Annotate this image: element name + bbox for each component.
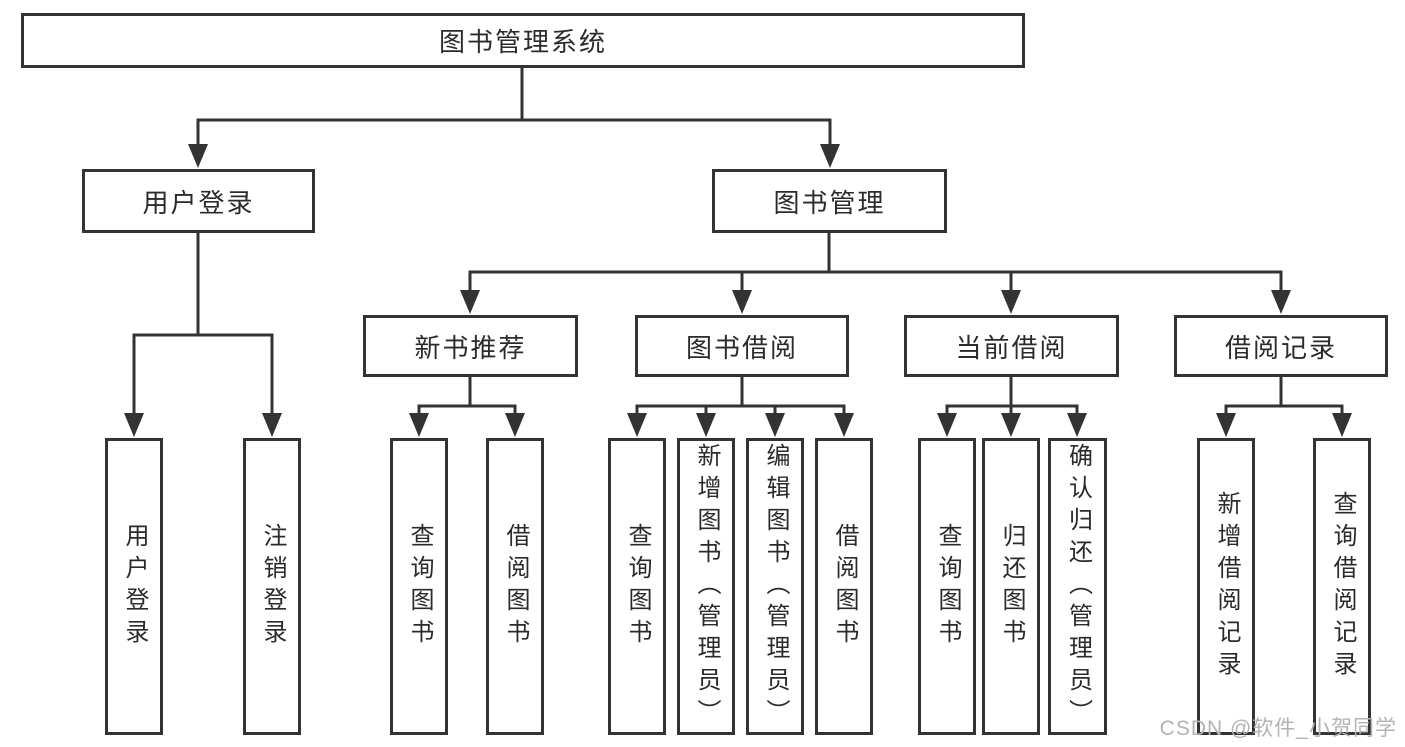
node-label: 新书推荐 (414, 332, 527, 363)
node-label: 借阅记录 (1224, 332, 1337, 363)
csdn-watermark: CSDN @软件_小贺同学 (1159, 717, 1397, 740)
leaf-query-books-current: 查询图书 (918, 438, 976, 735)
arrow-head-icon (627, 413, 647, 437)
arrow-head-icon (1271, 290, 1291, 314)
arrow-head-icon (1216, 413, 1236, 437)
node-label: 借阅图书 (502, 522, 529, 651)
node-label: 借阅图书 (831, 522, 858, 651)
node-label: 编辑图书（管理员） (762, 442, 789, 731)
node-label: 注销登录 (259, 522, 286, 651)
node-label: 图书借阅 (685, 332, 798, 363)
node-user-login: 用户登录 (82, 169, 315, 233)
leaf-query-borrow-record: 查询借阅记录 (1313, 438, 1371, 735)
node-label: 确认归还（管理员） (1064, 442, 1092, 731)
node-label: 归还图书 (998, 522, 1025, 651)
arrow-head-icon (1067, 413, 1087, 437)
arrow-head-icon (834, 413, 854, 437)
arrow-head-icon (937, 413, 957, 437)
leaf-query-books-borrow: 查询图书 (608, 438, 666, 735)
node-borrowing-records: 借阅记录 (1174, 315, 1388, 377)
node-label: 查询图书 (624, 522, 651, 651)
arrow-head-icon (696, 413, 716, 437)
leaf-logout: 注销登录 (243, 438, 301, 735)
leaf-add-borrow-record: 新增借阅记录 (1197, 438, 1255, 735)
node-library-system: 图书管理系统 (21, 13, 1025, 68)
node-new-book-recommend: 新书推荐 (363, 315, 578, 377)
leaf-user-login: 用户登录 (105, 438, 163, 735)
leaf-borrow-books: 借阅图书 (815, 438, 873, 735)
node-label: 新增借阅记录 (1213, 490, 1240, 683)
node-label: 用户登录 (121, 522, 148, 651)
arrow-head-icon (1001, 290, 1021, 314)
arrow-head-icon (505, 413, 525, 437)
node-current-borrowing: 当前借阅 (904, 315, 1119, 377)
leaf-return-books: 归还图书 (982, 438, 1040, 735)
leaf-confirm-return-admin: 确认归还（管理员） (1048, 438, 1107, 735)
arrow-head-icon (820, 144, 840, 168)
arrow-head-icon (732, 290, 752, 314)
arrow-head-icon (460, 290, 480, 314)
arrow-head-icon (188, 144, 208, 168)
node-label: 用户登录 (142, 187, 255, 218)
node-label: 查询图书 (934, 522, 961, 651)
node-label: 新增图书（管理员） (693, 442, 720, 731)
arrow-head-icon (262, 413, 282, 437)
leaf-query-books-recommend: 查询图书 (390, 438, 448, 735)
node-book-management: 图书管理 (712, 169, 947, 233)
node-label: 图书管理系统 (438, 27, 607, 57)
arrow-head-icon (765, 413, 785, 437)
node-book-borrowing: 图书借阅 (635, 315, 849, 377)
node-label: 查询借阅记录 (1329, 490, 1356, 683)
arrow-head-icon (1001, 413, 1021, 437)
node-label: 当前借阅 (955, 332, 1068, 363)
node-label: 图书管理 (773, 187, 886, 218)
leaf-borrow-books-recommend: 借阅图书 (486, 438, 544, 735)
leaf-add-books-admin: 新增图书（管理员） (677, 438, 735, 735)
node-label: 查询图书 (406, 522, 433, 651)
arrow-head-icon (124, 413, 144, 437)
arrow-head-icon (409, 413, 429, 437)
arrow-head-icon (1332, 413, 1352, 437)
leaf-edit-books-admin: 编辑图书（管理员） (746, 438, 804, 735)
